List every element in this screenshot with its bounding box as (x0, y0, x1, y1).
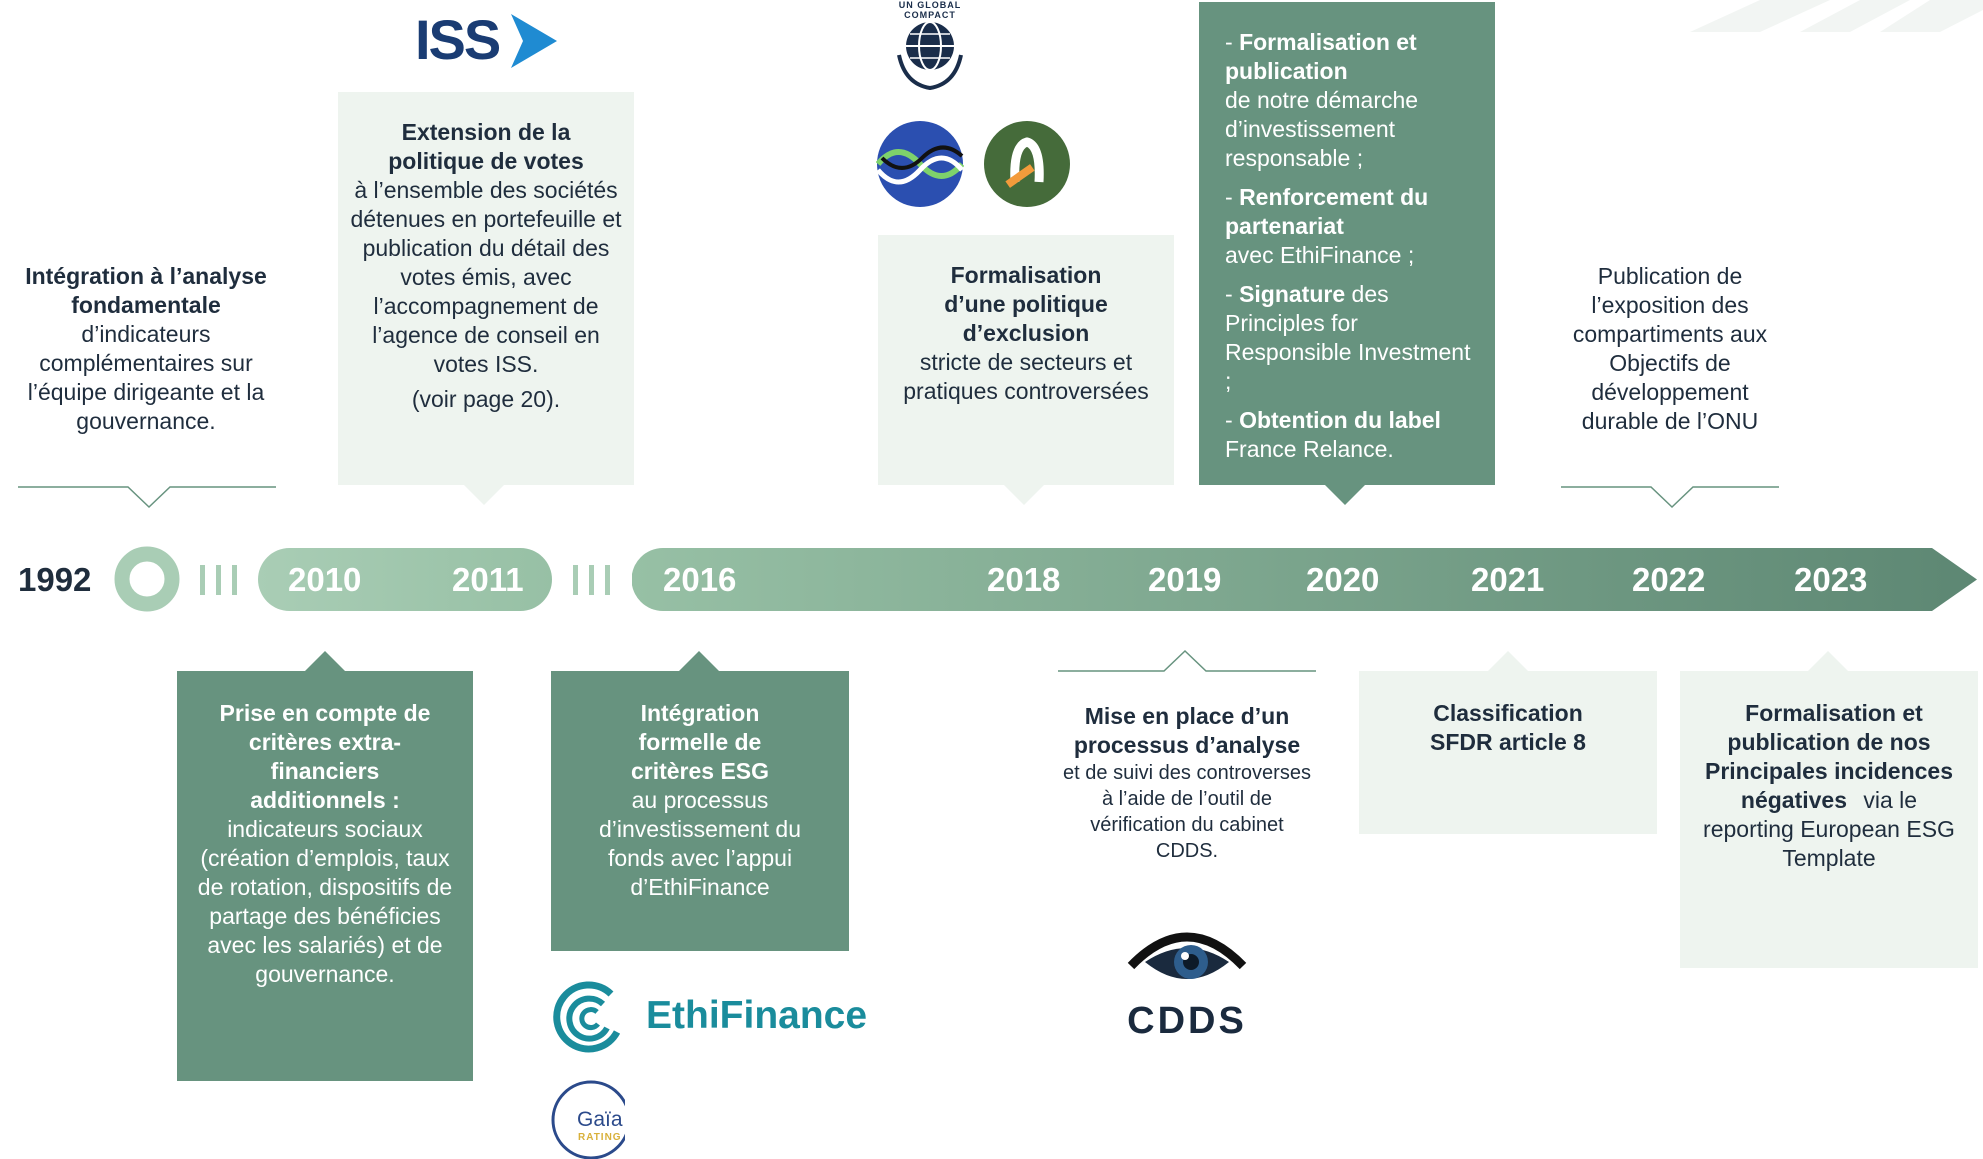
event-2010-box: Prise en compte de critères extra-financ… (177, 671, 473, 1081)
decorative-stripes (1690, 0, 1983, 32)
event-2020-bullet-4-text: France Relance. (1225, 436, 1394, 462)
event-1992-title: Intégration à l’analyse fondamentale (25, 263, 267, 318)
event-2020-pointer (1325, 485, 1365, 505)
event-2023-pointer (1808, 651, 1848, 671)
event-2023-box: Formalisation et publication de nos Prin… (1680, 671, 1978, 968)
ethifinance-logo-text: EthiFinance (646, 994, 868, 1037)
year-1992: 1992 (18, 561, 92, 598)
event-2016-box: Intégration formelle de critères ESG au … (551, 671, 849, 951)
event-1992-description: d’indicateurs complémentaires sur l’équi… (27, 321, 265, 434)
gaia-logo-main: Gaïa (577, 1108, 623, 1131)
un-global-compact-logo: UN GLOBAL COMPACT (875, 0, 985, 95)
river-circle-logo (876, 121, 964, 207)
event-2011-box: Extension de la politique de votes à l’e… (338, 92, 634, 485)
cdds-logo: CDDS (1122, 922, 1252, 1042)
year-2019: 2019 (1148, 561, 1222, 598)
event-1992-pointer (18, 486, 276, 509)
event-1992-text: Intégration à l’analyse fondamentale d’i… (15, 262, 277, 436)
ethifinance-logo: EthiFinance (551, 980, 871, 1055)
event-2021-title: Classification SFDR article 8 (1430, 700, 1586, 755)
event-2023-description: via le reporting European ESG Template (1703, 787, 1955, 871)
event-2011-description: à l’ensemble des sociétés détenues en po… (350, 177, 622, 377)
year-2016: 2016 (663, 561, 737, 598)
event-2020-bullet-1-text: de notre démarche d’investissement respo… (1225, 87, 1419, 171)
event-2021-pointer (1488, 651, 1528, 671)
event-2018-pointer (1004, 485, 1044, 505)
year-2010: 2010 (288, 561, 362, 598)
event-2022-description: Publication de l’exposition des comparti… (1572, 263, 1768, 434)
gaia-rating-logo: Gaïa RATING (551, 1078, 625, 1159)
event-2019-text: Mise en place d’un processus d’analyse e… (1055, 702, 1319, 864)
iss-logo-text: ISS (415, 8, 501, 71)
event-2016-title: Intégration formelle de critères ESG (630, 700, 770, 784)
cdds-logo-text: CDDS (1127, 1000, 1247, 1042)
year-2018: 2018 (987, 561, 1061, 598)
event-2022-text: Publication de l’exposition des comparti… (1558, 262, 1782, 436)
ethifinance-swirl-icon (553, 981, 621, 1053)
event-2019-description: et de suivi des controverses à l’aide de… (1063, 762, 1311, 862)
start-circle-icon (114, 546, 180, 612)
year-2011: 2011 (452, 561, 524, 598)
un-global-compact-text: UN GLOBAL COMPACT (898, 0, 962, 20)
event-2018-box: Formalisation d’une politique d’exclusio… (878, 235, 1174, 485)
event-2018-description: stricte de secteurs et pratiques controv… (903, 349, 1149, 404)
year-2022: 2022 (1632, 561, 1706, 598)
event-2016-pointer (679, 651, 719, 671)
event-2020-bullet-3-text: des Principles for Responsible Investmen… (1225, 281, 1471, 394)
iss-logo: ISS (415, 10, 565, 70)
timeline-gap-2 (573, 565, 621, 600)
event-2010-title: Prise en compte de critères extra-financ… (219, 700, 431, 813)
event-2021-box: Classification SFDR article 8 (1359, 671, 1657, 834)
timeline-segment-2010-2011 (258, 548, 552, 611)
event-2011-note: (voir page 20). (411, 386, 561, 412)
event-2019-title: Mise en place d’un processus d’analyse (1073, 703, 1301, 758)
event-2023-title: Formalisation et publication de nos Prin… (1704, 700, 1953, 813)
event-2019-pointer (1058, 649, 1316, 672)
event-2020-bullet-2-bold: Renforcement du partenariat (1225, 184, 1429, 239)
gaia-circle-icon (551, 1080, 625, 1159)
event-2010-description: indicateurs sociaux (création d’emplois,… (197, 816, 453, 987)
gaia-logo-sub: RATING (578, 1132, 622, 1143)
event-2010-pointer (305, 651, 345, 671)
ribbon-circle-logo (984, 121, 1070, 207)
year-2020: 2020 (1306, 561, 1380, 598)
timeline-gap-1 (200, 565, 248, 600)
event-2020-bullet-1-bold: Formalisation et publication (1225, 29, 1417, 84)
event-2018-title: Formalisation d’une politique d’exclusio… (944, 262, 1108, 346)
iss-arrow-icon (511, 14, 557, 68)
event-2022-pointer (1561, 486, 1779, 509)
event-2011-title: Extension de la politique de votes (388, 119, 584, 174)
timeline-segment-2016-2023 (632, 548, 1977, 611)
year-2021: 2021 (1471, 561, 1545, 598)
year-2023: 2023 (1794, 561, 1868, 598)
event-2020-bullet-2-text: avec EthiFinance ; (1225, 242, 1415, 268)
event-2020-bullet-3-bold: Signature (1239, 281, 1346, 307)
event-2020-bullet-3: - Signature des Principles for Responsib… (1225, 281, 1471, 394)
eye-icon (1127, 932, 1247, 979)
event-2011-pointer (464, 485, 504, 505)
globe-icon (897, 21, 963, 91)
event-2020-bullet-4-bold: Obtention du label (1239, 407, 1441, 433)
event-2016-description: au processus d’investissement du fonds a… (599, 787, 801, 900)
